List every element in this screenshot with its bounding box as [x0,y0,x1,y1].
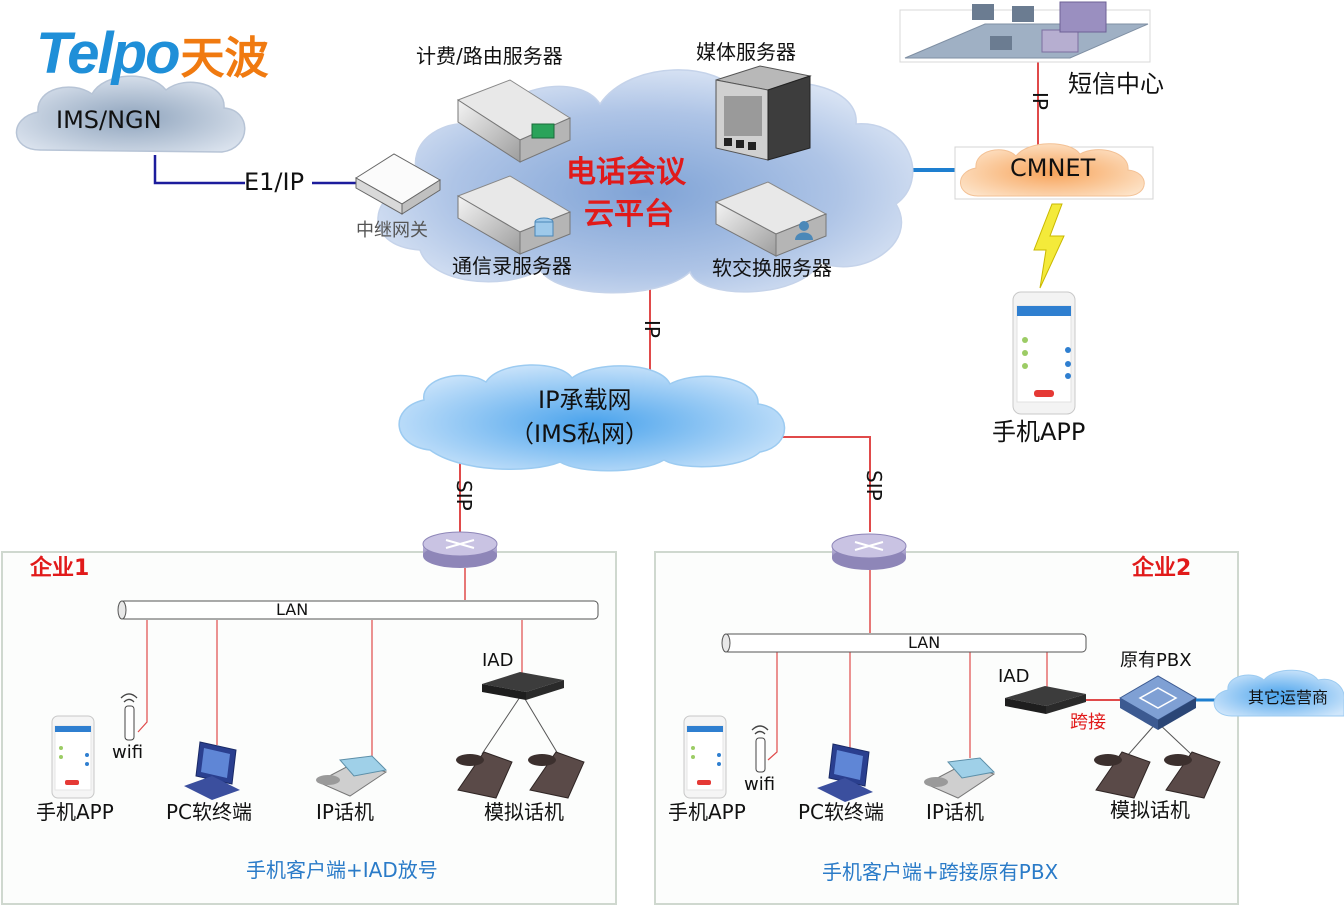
e2-pc-icon [817,743,873,802]
e2-analog-phone-1-icon [1094,751,1151,799]
billing-server-label: 计费/路由服务器 [416,44,563,68]
ipnet-router2-link [778,436,871,532]
e1-iad-icon [482,672,564,700]
directory-server-label: 通信录服务器 [452,254,572,278]
e1-iad-phone2 [521,693,559,755]
enterprise2-lan-label: LAN [908,633,941,652]
other-carrier-cloud [1213,669,1344,717]
enterprise2-iad-label: IAD [998,666,1030,687]
pbx-icon [1119,675,1197,730]
e2-pbx-phone2 [1156,721,1193,756]
enterprise1-lan-label: LAN [276,600,309,619]
enterprise1-device-mobile: 手机APP [36,800,114,824]
mobile-app-phone-icon [1012,291,1076,415]
other-carrier-label: 其它运营商 [1248,688,1329,707]
enterprise1-iad-label: IAD [482,650,514,671]
sip-right-label: SIP [862,470,886,501]
cmnet-label: CMNET [1010,154,1096,182]
enterprise1-device-pc: PC软终端 [166,800,253,824]
wireless-bolt-icon [1033,203,1065,289]
enterprise2-wifi-label: wifi [744,774,776,795]
logo-text-cn: 天波 [180,34,269,83]
e1-analog-phone-1-icon [456,751,513,799]
e1-ip-label: E1/IP [244,168,305,196]
router2-icon [831,533,907,570]
e1-pc-icon [184,741,240,800]
e2-analog-phone-2-icon [1164,751,1221,799]
billing-server-icon [456,79,572,163]
mobile-app-top-label: 手机APP [992,418,1086,446]
directory-server-icon [456,175,572,255]
media-server-label: 媒体服务器 [696,40,796,64]
ip-bearer-cloud [398,364,786,472]
e1-analog-phone-2-icon [528,751,585,799]
enterprise1-title: 企业1 [30,556,90,581]
lan-bus-2 [721,633,1087,653]
enterprise2-pbx-label: 原有PBX [1120,650,1192,671]
e2-wifi-drop [767,652,778,761]
enterprise2-box [654,551,1239,905]
ip-bearer-label-line1: IP承载网 [538,386,632,414]
e1-wifi-icon [120,693,138,741]
e1-ip-phone-icon [316,755,388,797]
ip-link-sms-label: IP [1028,92,1052,110]
sip-left-label: SIP [452,480,476,511]
ip-bearer-label-line2: （IMS私网） [510,420,650,448]
softswitch-server-label: 软交换服务器 [712,256,832,280]
enterprise1-note: 手机客户端+IAD放号 [246,858,438,882]
trunk-gateway-icon [355,153,441,215]
cloud-title-line1: 电话会议 [566,155,686,190]
enterprise2-title: 企业2 [1132,556,1192,581]
sms-center-icon [899,1,1151,63]
enterprise2-device-analog: 模拟话机 [1110,798,1190,822]
media-server-icon [715,65,812,161]
lan-bus-1 [117,600,599,620]
enterprise1-device-ipphone: IP话机 [316,800,374,824]
logo-text-en: Telpo [36,21,181,86]
ip-link-center-label: IP [640,320,664,338]
e2-pbx-phone1 [1127,721,1158,756]
enterprise2-device-ipphone: IP话机 [926,800,984,824]
e2-wifi-icon [751,725,769,773]
ims-ngn-label: IMS/NGN [56,106,162,134]
e2-iad-icon [1005,686,1086,714]
trunk-gateway-label: 中继网关 [356,220,428,241]
e1-wifi-drop [137,620,148,733]
e1-iad-phone1 [481,693,523,755]
sms-center-label: 短信中心 [1068,70,1164,98]
enterprise2-note: 手机客户端+跨接原有PBX [822,860,1059,884]
enterprise1-wifi-label: wifi [112,742,144,763]
cross-connect-label: 跨接 [1070,712,1106,733]
router1-icon [422,531,498,568]
enterprise2-device-pc: PC软终端 [798,800,885,824]
softswitch-server-icon [714,181,828,257]
cmnet-cloud [954,143,1154,200]
e2-ip-phone-icon [924,757,996,799]
e1-mobile-app-icon [51,715,95,799]
e2-mobile-app-icon [683,715,727,799]
ims-e1-link [153,155,245,185]
enterprise1-device-analog: 模拟话机 [484,800,564,824]
cloud-title-line2: 云平台 [584,197,674,232]
telpo-logo: Telpo天波 [36,20,269,87]
ims-ngn-cloud [15,75,246,153]
enterprise2-device-mobile: 手机APP [668,800,746,824]
